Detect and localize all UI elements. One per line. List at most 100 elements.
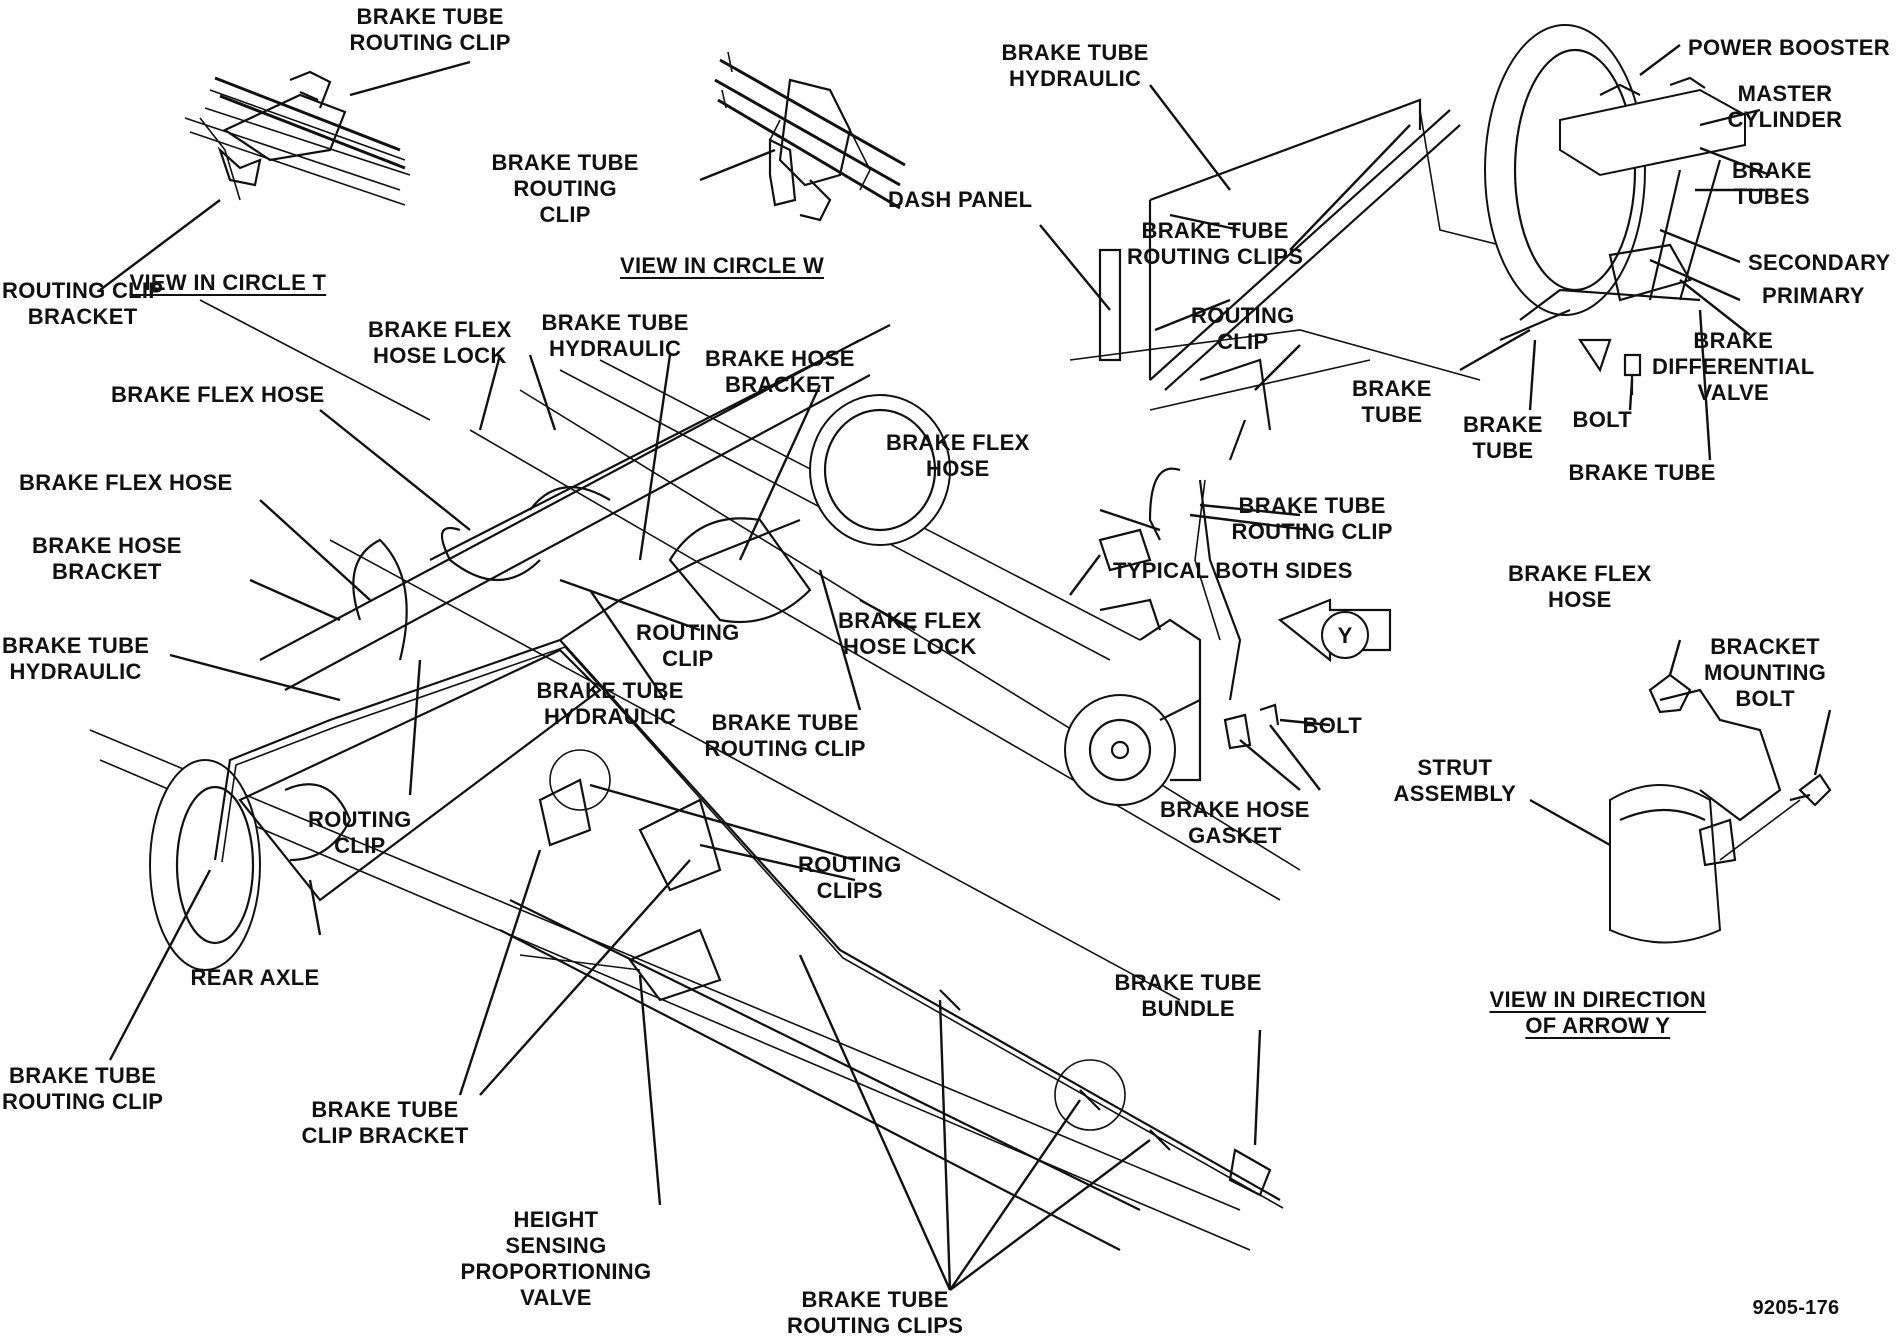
label-t-brake-tube-routing-clip-line: BRAKE TUBE <box>356 4 504 29</box>
label-brake-tube-clip-bracket-line: BRAKE TUBE <box>311 1097 459 1122</box>
label-brake-tube-r2-line: TUBE <box>1472 438 1534 463</box>
label-brake-hose-bracket-top-line: BRACKET <box>725 372 835 397</box>
label-w-brake-tube-routing-clip-line: CLIP <box>539 202 591 227</box>
label-master-cylinder-line: CYLINDER <box>1727 107 1843 132</box>
label-strut-assembly-line: ASSEMBLY <box>1393 781 1517 806</box>
label-routing-clip-tr-line: ROUTING <box>1191 303 1295 328</box>
label-routing-clip-lower-line: ROUTING <box>308 807 412 832</box>
label-brake-tube-bundle-line: BRAKE TUBE <box>1114 970 1262 995</box>
label-brake-tube-hydraulic-left-line: HYDRAULIC <box>9 659 142 684</box>
label-routing-clip-center-line: CLIP <box>662 646 714 671</box>
caption-view-circle-w: VIEW IN CIRCLE W <box>620 253 825 278</box>
label-bolt-front-line: BOLT <box>1302 713 1362 738</box>
label-height-sensing-valve-line: HEIGHT <box>513 1207 599 1232</box>
label-brake-tube-routing-clip-front-line: BRAKE TUBE <box>1238 493 1386 518</box>
label-strut-assembly-line: STRUT <box>1417 755 1493 780</box>
label-brake-flex-hose-y-line: BRAKE FLEX <box>1508 561 1652 586</box>
label-brake-tube-routing-clips-bottom-line: ROUTING CLIPS <box>787 1313 964 1338</box>
label-bracket-mounting-bolt-line: BOLT <box>1735 686 1795 711</box>
label-rear-axle: REAR AXLE <box>191 965 320 991</box>
rear-chassis-drawing <box>89 299 1301 1251</box>
label-primary-line: PRIMARY <box>1762 283 1865 308</box>
label-secondary-line: SECONDARY <box>1748 250 1891 275</box>
label-brake-flex-hose-front-line: HOSE <box>926 456 990 481</box>
figure-id: 9205-176 <box>1752 1297 1840 1319</box>
label-height-sensing-valve-line: SENSING <box>505 1233 607 1258</box>
label-brake-hose-gasket-line: GASKET <box>1188 823 1282 848</box>
label-brake-tube-hydraulic-top-line: HYDRAULIC <box>548 336 682 361</box>
label-secondary: SECONDARY <box>1748 250 1890 276</box>
label-brake-hose-gasket-line: BRAKE HOSE <box>1160 797 1310 822</box>
label-brake-tube-r2-line: BRAKE <box>1463 412 1543 437</box>
label-brake-differential-valve-line: DIFFERENTIAL <box>1652 354 1815 379</box>
label-brake-tube-routing-clip-center-line: ROUTING CLIP <box>704 736 866 761</box>
label-brake-flex-hose-lock-top-line: BRAKE FLEX <box>368 317 512 342</box>
label-routing-clip-center-line: ROUTING <box>636 620 740 645</box>
label-primary: PRIMARY <box>1762 283 1865 309</box>
label-typical-both-sides-line: TYPICAL BOTH SIDES <box>1113 558 1353 583</box>
label-brake-hose-bracket-left-line: BRAKE HOSE <box>32 533 182 558</box>
label-brake-tube-routing-clip-center-line: BRAKE TUBE <box>711 710 859 735</box>
label-brake-differential-valve-line: BRAKE <box>1693 328 1774 353</box>
label-dash-panel: DASH PANEL <box>888 187 1032 213</box>
inset-circle-w-drawing <box>714 51 906 222</box>
label-brake-flex-hose-2-line: BRAKE FLEX HOSE <box>19 470 233 495</box>
label-bracket-mounting-bolt-line: BRACKET <box>1710 634 1820 659</box>
label-brake-tube-routing-clips-tr-line: BRAKE TUBE <box>1141 218 1289 243</box>
label-brake-tube-bundle-line: BUNDLE <box>1141 996 1235 1021</box>
label-rear-axle-line: REAR AXLE <box>190 965 320 990</box>
label-brake-flex-hose-2: BRAKE FLEX HOSE <box>19 470 233 496</box>
label-brake-flex-hose-front-line: BRAKE FLEX <box>886 430 1030 455</box>
label-height-sensing-valve-line: PROPORTIONING <box>460 1259 652 1284</box>
label-bolt-r-line: BOLT <box>1572 407 1632 432</box>
label-brake-flex-hose-lock-top-line: HOSE LOCK <box>373 343 507 368</box>
label-brake-tube-hydraulic-center-line: BRAKE TUBE <box>536 678 684 703</box>
label-brake-flex-hose-1: BRAKE FLEX HOSE <box>111 382 325 408</box>
caption-view-direction-arrow-y-line: OF ARROW Y <box>1525 1013 1671 1038</box>
front-compartment-drawing <box>1069 24 1746 461</box>
label-brake-hose-bracket-top-line: BRAKE HOSE <box>705 346 855 371</box>
label-t-routing-clip-bracket-line: ROUTING CLIP <box>2 278 164 303</box>
label-brake-flex-hose-lock-mid-line: BRAKE FLEX <box>838 608 982 633</box>
caption-view-direction-arrow-y-line: VIEW IN DIRECTION <box>1489 987 1707 1012</box>
label-brake-tube-r3: BRAKE TUBE <box>1569 460 1716 486</box>
label-bracket-mounting-bolt-line: MOUNTING <box>1704 660 1827 685</box>
label-brake-tube-clip-bracket-line: CLIP BRACKET <box>301 1123 469 1148</box>
label-brake-tube-r1-line: TUBE <box>1361 402 1423 427</box>
label-brake-tube-r3-line: BRAKE TUBE <box>1568 460 1716 485</box>
label-routing-clip-tr-line: CLIP <box>1217 329 1269 354</box>
label-w-brake-tube-routing-clip-line: ROUTING <box>513 176 617 201</box>
label-typical-both-sides: TYPICAL BOTH SIDES <box>1113 558 1353 584</box>
label-brake-tube-routing-clips-bottom-line: BRAKE TUBE <box>801 1287 949 1312</box>
strut-assembly-drawing <box>1609 673 1832 944</box>
label-brake-tube-routing-clip-bl-line: BRAKE TUBE <box>9 1063 157 1088</box>
label-routing-clips-lower-line: ROUTING <box>798 852 902 877</box>
label-bolt-r: BOLT <box>1573 407 1632 433</box>
label-brake-tube-routing-clip-front-line: ROUTING CLIP <box>1231 519 1393 544</box>
label-t-brake-tube-routing-clip-line: ROUTING CLIP <box>349 30 511 55</box>
label-brake-hose-bracket-left-line: BRACKET <box>52 559 162 584</box>
